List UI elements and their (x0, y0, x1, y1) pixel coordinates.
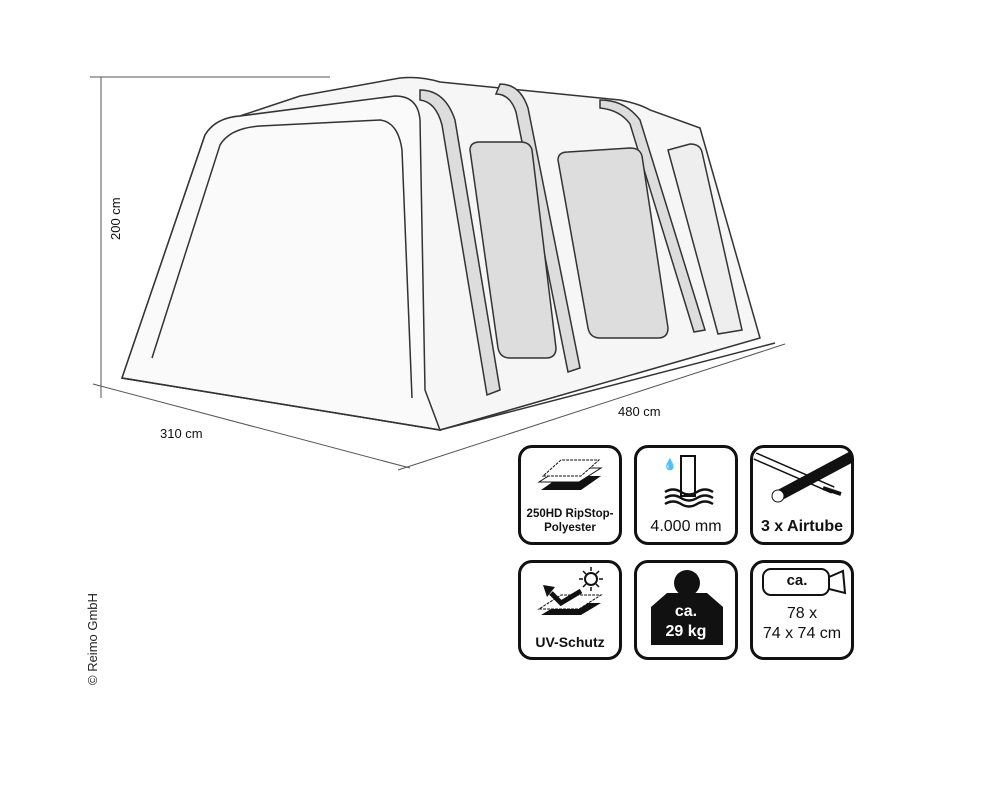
depth-label: 310 cm (160, 426, 203, 441)
feature-airtube: 3 x Airtube (750, 445, 854, 545)
length-label: 480 cm (618, 404, 661, 419)
feature-uv: UV-Schutz (518, 560, 622, 660)
feature-pack-size: ca. 78 x 74 x 74 cm (750, 560, 854, 660)
depth-dimension-line (92, 383, 411, 469)
feature-fabric: 250HD RipStop- Polyester (518, 445, 622, 545)
feature-water-column: 💧 4.000 mm (634, 445, 738, 545)
pack-size-label-3: 74 x 74 cm (762, 625, 842, 642)
fabric-label-1: 250HD RipStop- (526, 508, 614, 520)
pack-size-label-1: ca. (786, 572, 808, 589)
weight-label-1: ca. (674, 603, 698, 620)
airtube-2 (494, 83, 581, 373)
window-3 (667, 143, 743, 335)
feature-weight: ca. 29 kg (634, 560, 738, 660)
front-door (151, 119, 413, 399)
window-2 (557, 147, 669, 339)
svg-text:💧: 💧 (663, 458, 677, 471)
pack-size-label-2: 78 x (786, 605, 818, 622)
water-column-label: 4.000 mm (650, 518, 722, 535)
uv-protection-icon (537, 567, 603, 615)
airtube-1 (419, 89, 501, 397)
length-dimension-line (397, 343, 786, 471)
floor-edge (121, 342, 776, 431)
weight-label-2: 29 kg (665, 623, 707, 640)
fabric-layers-icon (537, 459, 603, 490)
window-1 (469, 141, 557, 359)
weight-icon (651, 570, 723, 645)
height-label: 200 cm (108, 197, 123, 240)
water-column-icon: 💧 (663, 455, 714, 508)
tent-outline (121, 76, 776, 431)
fabric-label-2: Polyester (544, 522, 596, 534)
airtube-label: 3 x Airtube (760, 518, 844, 535)
airtube-3 (599, 99, 706, 333)
uv-label: UV-Schutz (535, 634, 605, 650)
airtube-icon (753, 451, 853, 503)
pack-size-icon (762, 568, 847, 596)
copyright: © Reimo GmbH (85, 593, 100, 685)
